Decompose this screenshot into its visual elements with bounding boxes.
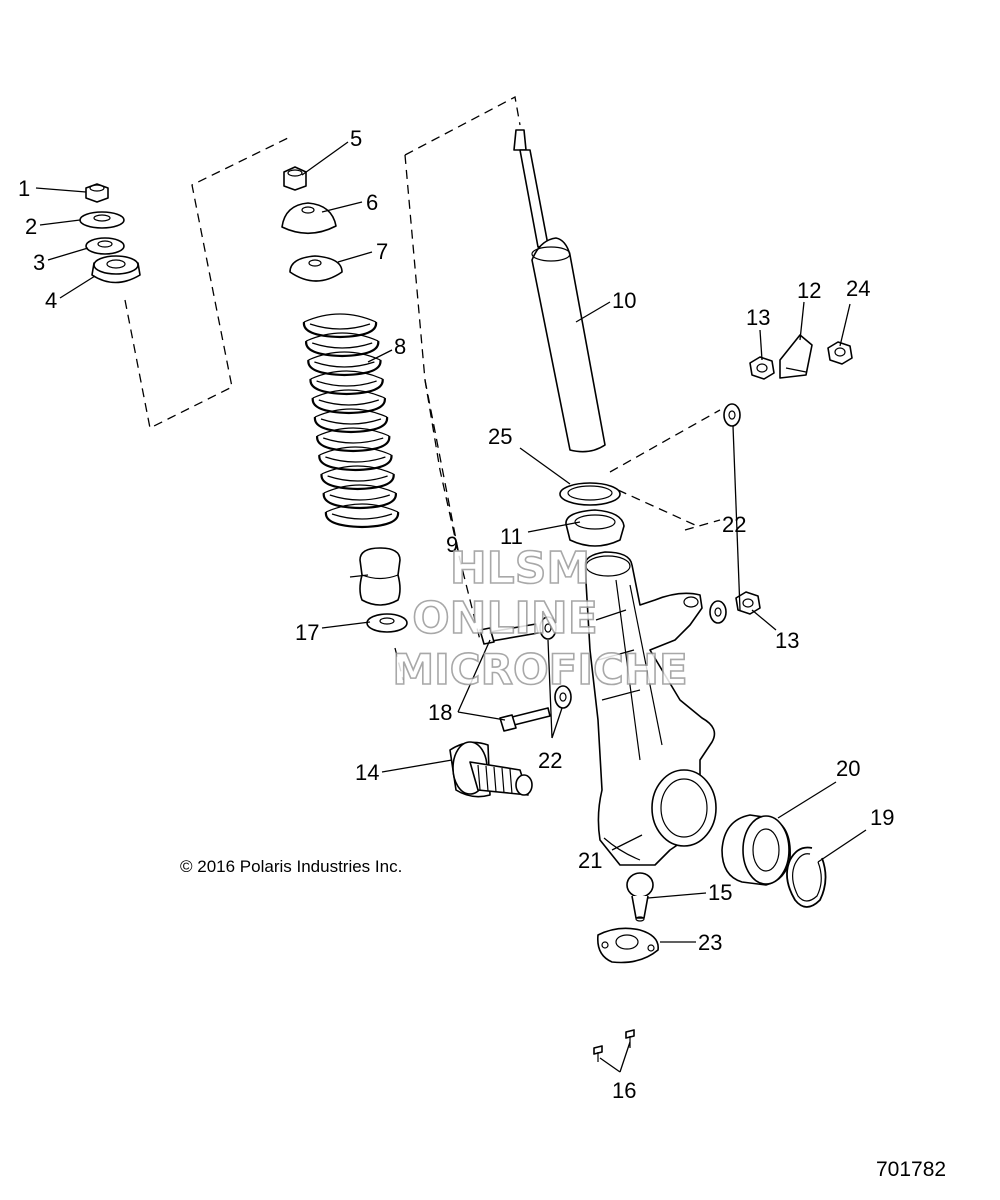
- part-6-upper-mount: [281, 202, 337, 235]
- part-7-spring-seat: [289, 255, 343, 282]
- callout-21: 21: [578, 848, 602, 873]
- part-4-bushing: [91, 255, 141, 284]
- callout-8: 8: [394, 334, 406, 359]
- part-22-washer-left: [539, 616, 557, 640]
- part-3-washer: [85, 237, 125, 255]
- part-11-spring-retainer: [565, 509, 625, 547]
- part-25-seal-ring: [559, 482, 621, 506]
- part-14-axle-stub: [449, 741, 533, 798]
- callout-17: 17: [295, 620, 319, 645]
- callout-15: 15: [708, 880, 732, 905]
- callout-13-upper: 13: [746, 305, 770, 330]
- watermark-line-2: ONLINE: [412, 593, 598, 644]
- callout-5: 5: [350, 126, 362, 151]
- part-18-bolt-lower: [499, 707, 551, 732]
- document-number: 701782: [876, 1158, 946, 1181]
- watermark-line-3: MICROFICHE: [392, 645, 687, 694]
- copyright-notice: © 2016 Polaris Industries Inc.: [180, 857, 402, 876]
- part-23-plate: [596, 927, 659, 964]
- watermark-line-1: HLSM: [450, 543, 590, 594]
- callout-12: 12: [797, 278, 821, 303]
- part-1-nut: [85, 183, 109, 203]
- callout-3: 3: [33, 250, 45, 275]
- callout-25: 25: [488, 424, 512, 449]
- part-22-washer-left-lower: [554, 685, 572, 709]
- callout-23: 23: [698, 930, 722, 955]
- part-17-washer: [366, 613, 408, 633]
- part-24-nut: [827, 341, 853, 365]
- callout-2: 2: [25, 214, 37, 239]
- part-2-washer: [79, 211, 125, 229]
- part-9-bump-stop: [359, 547, 401, 606]
- callout-7: 7: [376, 239, 388, 264]
- callout-16: 16: [612, 1078, 636, 1103]
- part-18-bolt-upper: [479, 623, 539, 645]
- part-13-nut-upper: [749, 356, 775, 380]
- leader-lines: [35, 141, 867, 1073]
- part-19-snap-ring: [786, 846, 827, 908]
- callout-14: 14: [355, 760, 379, 785]
- part-22-washer-mid: [709, 600, 727, 624]
- callout-22-right: 22: [722, 512, 746, 537]
- part-8-coil-spring: [302, 313, 400, 529]
- callout-1: 1: [18, 176, 30, 201]
- callout-18: 18: [428, 700, 452, 725]
- callout-6: 6: [366, 190, 378, 215]
- callout-9: 9: [446, 532, 458, 557]
- part-15-ball-joint: [626, 872, 654, 922]
- assembly-dashed-lines: [124, 96, 721, 681]
- callout-19: 19: [870, 805, 894, 830]
- callout-10: 10: [612, 288, 636, 313]
- callout-13-lower: 13: [775, 628, 799, 653]
- callout-4: 4: [45, 288, 57, 313]
- callout-22-left: 22: [538, 748, 562, 773]
- part-21-steering-knuckle: [584, 551, 717, 866]
- watermark: HLSM ONLINE MICROFICHE: [392, 542, 689, 695]
- part-13-nut-lower: [735, 591, 761, 615]
- part-10-shock-absorber: [513, 129, 606, 453]
- callout-20: 20: [836, 756, 860, 781]
- callout-11: 11: [500, 524, 523, 549]
- part-5-nut: [283, 166, 307, 191]
- callout-labels: 1 2 3 4 5 6 7 8 9 10 11 12 13 13 14 15 1…: [18, 126, 894, 1103]
- part-12-clip: [779, 334, 813, 379]
- part-22-washer-upper: [723, 403, 741, 427]
- callout-24: 24: [846, 276, 870, 301]
- part-20-wheel-bearing: [721, 814, 791, 886]
